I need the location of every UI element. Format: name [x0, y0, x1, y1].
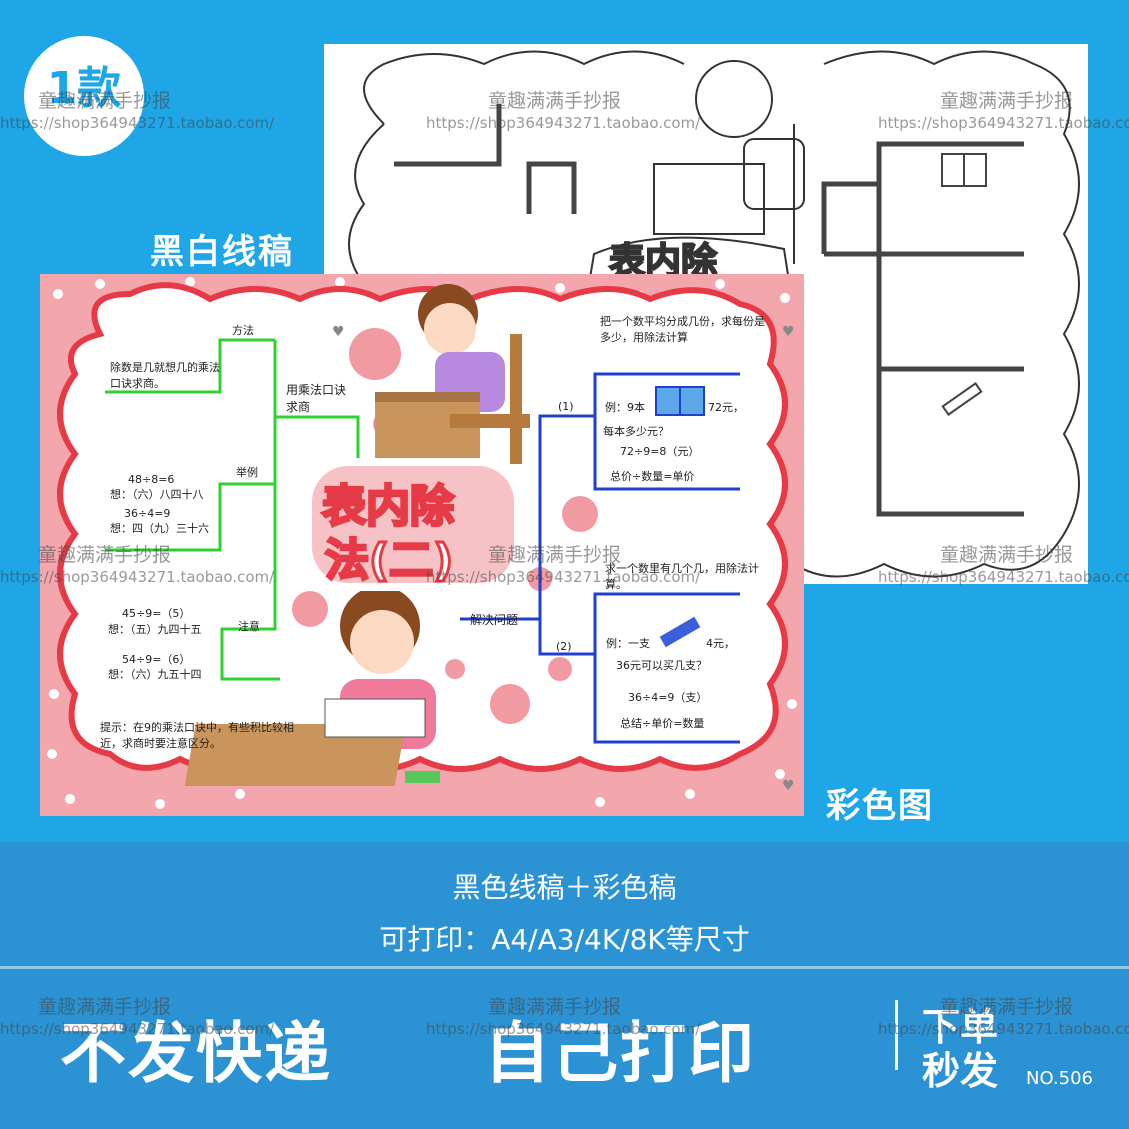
ex1-line-1: 例：9本 [605, 401, 645, 414]
ex2-line-3: 36元可以买几支？ [616, 659, 707, 672]
svg-text:♥: ♥ [782, 324, 795, 340]
watermark-url-2: https://shop364943271.taobao.com/ [426, 114, 701, 132]
note-line-4: 想：（六）九五十四 [108, 668, 202, 681]
color-poster-card: ♥ ♥ ♥ 表内除 法(二) 方法 除数是几就想几的乘法口诀求商。 用乘法口诀求… [40, 274, 804, 816]
example-line-1: 48÷8=6 [128, 473, 175, 486]
slogan-print-yourself: 自己打印 [484, 1015, 756, 1092]
watermark-shop-2: 童趣满满手抄报 [488, 90, 622, 112]
side-top-text: 下单 [922, 1005, 999, 1049]
color-image-label: 彩色图 [826, 786, 934, 826]
poster-title-line2: 法(二) [323, 534, 454, 588]
bw-draft-label: 黑白线稿 [150, 232, 294, 272]
watermark-shop-7: 童趣满满手抄报 [38, 996, 172, 1018]
ex2-line-2: 4元， [706, 637, 735, 650]
tip-text: 提示：在9的乘法口诀中，有些积比较相近，求商时要注意区分。 [100, 721, 294, 750]
watermark-url-5: https://shop364943271.taobao.com/ [426, 568, 701, 586]
note-line-1: 45÷9=（5） [122, 607, 191, 620]
ex2-line-5: 总结÷单价=数量 [620, 717, 705, 730]
ex2-line-4: 36÷4=9（支） [628, 691, 708, 704]
watermark-shop-4: 童趣满满手抄报 [38, 544, 172, 566]
ex2-line-1: 例：一支 [606, 637, 650, 650]
example-label: 举例 [236, 466, 258, 479]
example-line-2: 想：（六）八四十八 [110, 488, 204, 501]
watermark-url-9: https://shop364943271.taobao.com/ [878, 1020, 1129, 1038]
ex1-line-4: 72÷9=8（元） [620, 445, 700, 458]
solve-label: 解决问题 [470, 613, 519, 627]
side-bottom-text: 秒发 [922, 1049, 999, 1093]
poster-title-line1: 表内除 [321, 480, 456, 534]
note-label: 注意 [238, 620, 260, 633]
intro-1: 把一个数平均分成几份，求每份是多少，用除法计算 [600, 315, 765, 344]
watermark-shop-1: 童趣满满手抄报 [38, 90, 172, 112]
watermark-url-3: https://shop364943271.taobao.com/ [878, 114, 1129, 132]
watermark-url-6: https://shop364943271.taobao.com/ [878, 568, 1129, 586]
method-label: 方法 [232, 324, 254, 337]
badge-text: 1款 [46, 63, 122, 114]
poster-background: ♥ ♥ ♥ [47, 277, 797, 809]
svg-text:♥: ♥ [782, 778, 795, 794]
example-line-4: 想：四（九）三十六 [110, 522, 209, 535]
watermark-shop-9: 童趣满满手抄报 [940, 996, 1074, 1018]
ex1-line-2: 72元， [708, 401, 744, 414]
watermark-url-7: https://shop364943271.taobao.com/ [0, 1020, 275, 1038]
branch-label-2: (2) [556, 640, 572, 653]
badge-circle [24, 36, 144, 156]
watermark-url-8: https://shop364943271.taobao.com/ [426, 1020, 701, 1038]
example-line-3: 36÷4=9 [124, 507, 171, 520]
bw-draft-illustration [348, 50, 1080, 578]
watermark-url-4: https://shop364943271.taobao.com/ [0, 568, 275, 586]
center-label: 用乘法口诀求商 [286, 383, 347, 415]
watermark-shop-8: 童趣满满手抄报 [488, 996, 622, 1018]
svg-text:♥: ♥ [332, 324, 345, 340]
watermark-shop-6: 童趣满满手抄报 [940, 544, 1074, 566]
band-divider [0, 966, 1129, 969]
watermark-url-1: https://shop364943271.taobao.com/ [0, 114, 275, 132]
watermark-shop-5: 童趣满满手抄报 [488, 544, 622, 566]
intro-2: 求一个数里有几个几，用除法计算。 [605, 562, 759, 591]
note-line-3: 54÷9=（6） [122, 653, 191, 666]
note-line-2: 想：（五）九四十五 [108, 623, 202, 636]
bottom-band [0, 842, 1129, 1129]
branch-label-1: (1) [558, 400, 574, 413]
slogan-no-shipping: 不发快递 [60, 1015, 332, 1092]
draft-types-text: 黑色线稿＋彩色稿 [452, 871, 677, 904]
print-sizes-text: 可打印：A4/A3/4K/8K等尺寸 [379, 923, 750, 956]
ex1-line-3: 每本多少元？ [603, 425, 669, 438]
ex1-line-5: 总价÷数量=单价 [610, 470, 695, 483]
method-text: 除数是几就想几的乘法口诀求商。 [110, 361, 220, 390]
product-number: NO.506 [1026, 1068, 1093, 1089]
watermark-shop-3: 童趣满满手抄报 [940, 90, 1074, 112]
slogan-separator [895, 1000, 898, 1070]
